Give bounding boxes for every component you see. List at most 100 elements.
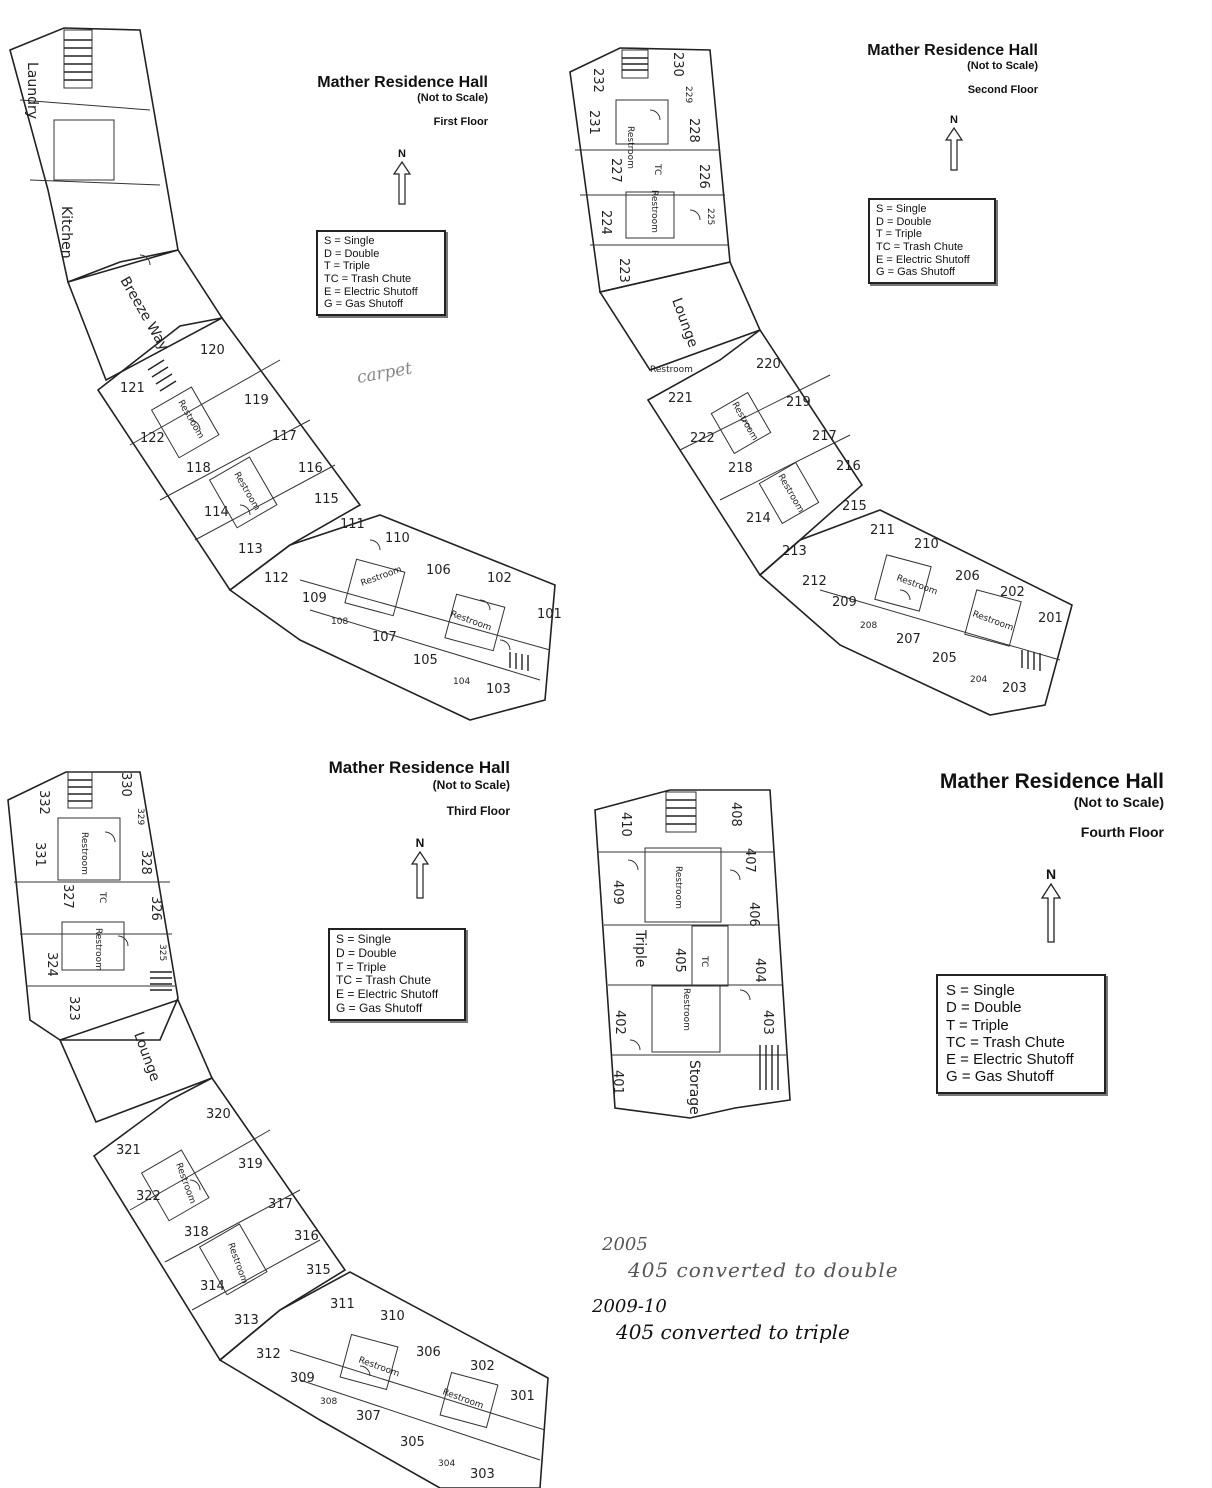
stairs-3-north [67, 771, 93, 809]
north-arrow-icon [1040, 882, 1062, 943]
room-407: 407 [742, 848, 757, 873]
north-arrow-icon [944, 126, 964, 171]
room-331: 331 [32, 842, 47, 867]
legend-triple: T = Triple [946, 1016, 1009, 1034]
room-109: 109 [302, 591, 327, 606]
room-332: 332 [36, 790, 51, 815]
room-117: 117 [272, 429, 297, 444]
room-323: 323 [66, 996, 81, 1021]
legend-trash-chute: TC = Trash Chute [324, 272, 412, 285]
north-arrow-icon [410, 850, 430, 899]
legend-gas-shutoff: G = Gas Shutoff [336, 1000, 423, 1015]
note-2005-text: 405 converted to double [628, 1258, 899, 1282]
second-floor-scale-note: (Not to Scale) [967, 60, 1038, 72]
room-321: 321 [116, 1143, 141, 1158]
room-314: 314 [200, 1279, 225, 1294]
room-304: 304 [438, 1459, 455, 1469]
room-308: 308 [320, 1397, 337, 1407]
legend-single: S = Single [324, 235, 375, 247]
legend-single: S = Single [946, 982, 1015, 999]
room-309: 309 [290, 1371, 315, 1386]
area-restroom-4a: Restroom [673, 866, 683, 909]
north-label: N [415, 836, 425, 850]
room-232: 232 [590, 68, 605, 93]
room-320: 320 [206, 1107, 231, 1122]
room-302: 302 [470, 1359, 495, 1374]
stairs-1-north [63, 29, 93, 89]
area-restroom-2d: Restroom [729, 401, 759, 443]
room-313: 313 [234, 1313, 259, 1328]
area-lounge-2: Lounge [668, 296, 701, 350]
fourth-floor-scale-note: (Not to Scale) [1073, 794, 1164, 810]
stairs-2-north [621, 49, 649, 79]
legend-double: D = Double [336, 945, 397, 960]
room-217: 217 [812, 429, 837, 444]
area-storage-4: Storage [686, 1060, 702, 1115]
room-103: 103 [486, 682, 511, 697]
room-116: 116 [298, 461, 323, 476]
first-floor-plan: 101 102 103 104 105 106 107 108 109 110 … [9, 27, 562, 721]
third-floor-north-arrow: N [408, 836, 432, 905]
first-floor-label: First Floor [433, 116, 488, 128]
room-220: 220 [756, 357, 781, 372]
legend-electric-shutoff: E = Electric Shutoff [336, 987, 439, 1002]
fourth-floor-plan: 401 402 403 404 405 406 407 408 409 410 … [594, 789, 791, 1119]
room-222: 222 [690, 431, 715, 446]
area-restroom-2c: Restroom [650, 365, 693, 375]
room-208: 208 [860, 621, 877, 631]
north-label: N [398, 148, 406, 160]
fourth-floor-header: Mather Residence Hall (Not to Scale) Fou… [900, 770, 1164, 840]
room-408: 408 [728, 802, 743, 827]
area-tc-2: TC [652, 163, 662, 175]
room-402: 402 [612, 1010, 627, 1035]
first-floor-north-arrow: N [390, 148, 414, 211]
room-315: 315 [306, 1263, 331, 1278]
area-restroom-3a: Restroom [79, 832, 89, 875]
stairs-1-south [509, 652, 529, 671]
stairs-4-east [759, 1045, 779, 1090]
area-restroom-3b: Restroom [93, 928, 103, 971]
room-405: 405 [672, 948, 687, 973]
area-restroom-1c: Restroom [360, 565, 404, 589]
legend-trash-chute: TC = Trash Chute [946, 1033, 1065, 1051]
room-230: 230 [670, 52, 685, 77]
stairs-1-middle [147, 359, 177, 392]
room-327: 327 [60, 884, 75, 909]
north-label: N [950, 114, 958, 126]
room-310: 310 [380, 1309, 405, 1324]
room-328: 328 [138, 850, 153, 875]
legend-gas-shutoff: G = Gas Shutoff [876, 266, 955, 279]
third-floor-label: Third Floor [446, 804, 510, 818]
fourth-floor-title: Mather Residence Hall [939, 770, 1164, 793]
room-301: 301 [510, 1389, 535, 1404]
north-arrow-icon [392, 160, 412, 205]
area-breeze-way: Breeze Way [117, 274, 172, 353]
room-311: 311 [330, 1297, 355, 1312]
room-305: 305 [400, 1435, 425, 1450]
room-115: 115 [314, 492, 339, 507]
room-231: 231 [586, 110, 601, 135]
room-312: 312 [256, 1347, 281, 1362]
first-floor-legend: S = Single D = Double T = Triple TC = Tr… [316, 230, 446, 316]
third-floor-plan: 301 302 303 304 305 306 307 308 309 310 … [7, 771, 549, 1488]
room-227: 227 [608, 158, 623, 183]
legend-gas-shutoff: G = Gas Shutoff [946, 1068, 1054, 1086]
legend-trash-chute: TC = Trash Chute [876, 240, 964, 253]
room-218: 218 [728, 461, 753, 476]
stairs-4-north [665, 791, 697, 833]
room-225: 225 [705, 208, 715, 225]
room-102: 102 [487, 571, 512, 586]
room-318: 318 [184, 1225, 209, 1240]
room-212: 212 [802, 574, 827, 589]
room-404: 404 [752, 958, 767, 983]
room-104: 104 [453, 677, 470, 687]
third-floor-header: Mather Residence Hall (Not to Scale) Thi… [300, 758, 510, 818]
room-113: 113 [238, 542, 263, 557]
legend-triple: T = Triple [324, 260, 370, 273]
room-325: 325 [157, 944, 167, 961]
room-119: 119 [244, 393, 269, 408]
area-tc-3: TC [97, 891, 107, 903]
room-319: 319 [238, 1157, 263, 1172]
area-restroom-2b: Restroom [649, 190, 659, 233]
